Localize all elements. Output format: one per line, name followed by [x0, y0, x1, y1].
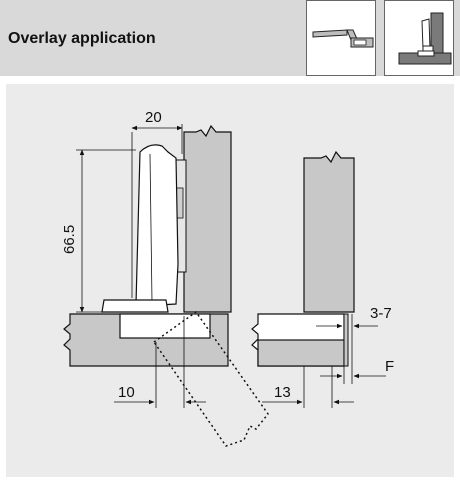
hinge-arm — [135, 144, 179, 307]
cabinet-side-panel — [183, 124, 232, 313]
overlay-dimension-diagram: 20 66.5 10 3-7 — [61, 109, 394, 447]
overlay-hinge-mounted-icon — [384, 0, 454, 76]
dimension-f-label: F — [385, 358, 394, 375]
hinge-cup-recess — [119, 313, 211, 339]
dimension-boring-label: 10 — [118, 384, 135, 401]
header-bar: Overlay application — [0, 0, 460, 76]
page-title: Overlay application — [8, 30, 156, 47]
dimension-height-label: 66.5 — [61, 225, 78, 254]
cabinet-side-panel-right — [303, 150, 355, 313]
inset-hinge-side-view-icon — [306, 0, 376, 76]
technical-drawing-panel: 20 66.5 10 3-7 — [6, 84, 454, 477]
dimension-width-label: 20 — [145, 109, 162, 126]
dimension-overlay-label: 13 — [274, 384, 291, 401]
dimension-gap-label: 3-7 — [370, 305, 392, 322]
